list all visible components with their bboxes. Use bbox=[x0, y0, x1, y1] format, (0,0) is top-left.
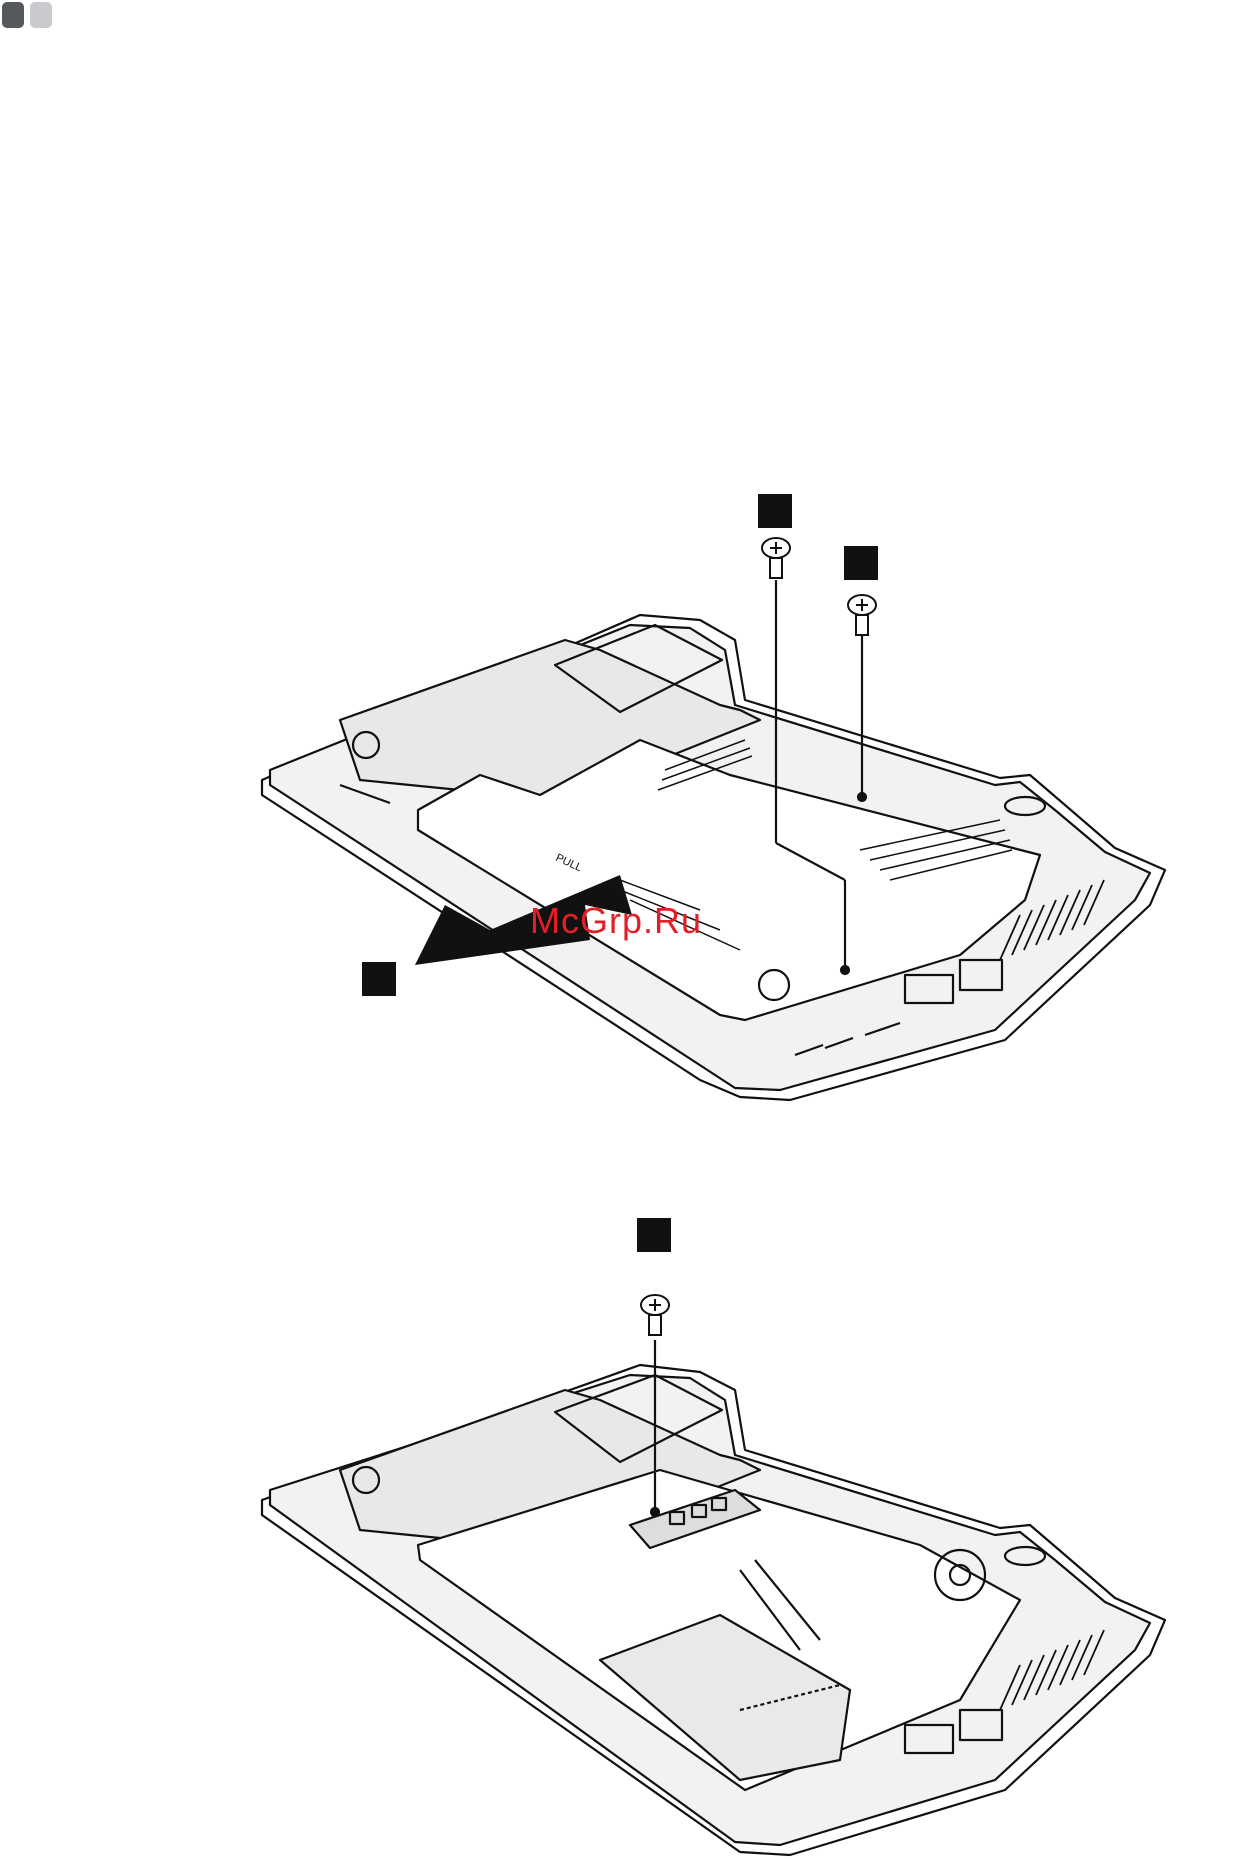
screw-icon bbox=[762, 538, 790, 578]
page-dot-inactive bbox=[30, 2, 52, 28]
screw-icon bbox=[848, 595, 876, 635]
step-marker-1 bbox=[758, 494, 792, 528]
step-marker-3 bbox=[362, 962, 396, 996]
watermark: McGrp.Ru bbox=[530, 900, 702, 942]
step-marker-2 bbox=[844, 546, 878, 580]
step-marker-4 bbox=[637, 1218, 671, 1252]
page-indicator bbox=[2, 2, 52, 28]
laptop-bottom-cover-figure: PULL bbox=[0, 480, 1242, 1120]
screw-icon bbox=[641, 1295, 669, 1335]
page-dot-active bbox=[2, 2, 24, 28]
laptop-bottom-open-figure bbox=[0, 1240, 1242, 1859]
